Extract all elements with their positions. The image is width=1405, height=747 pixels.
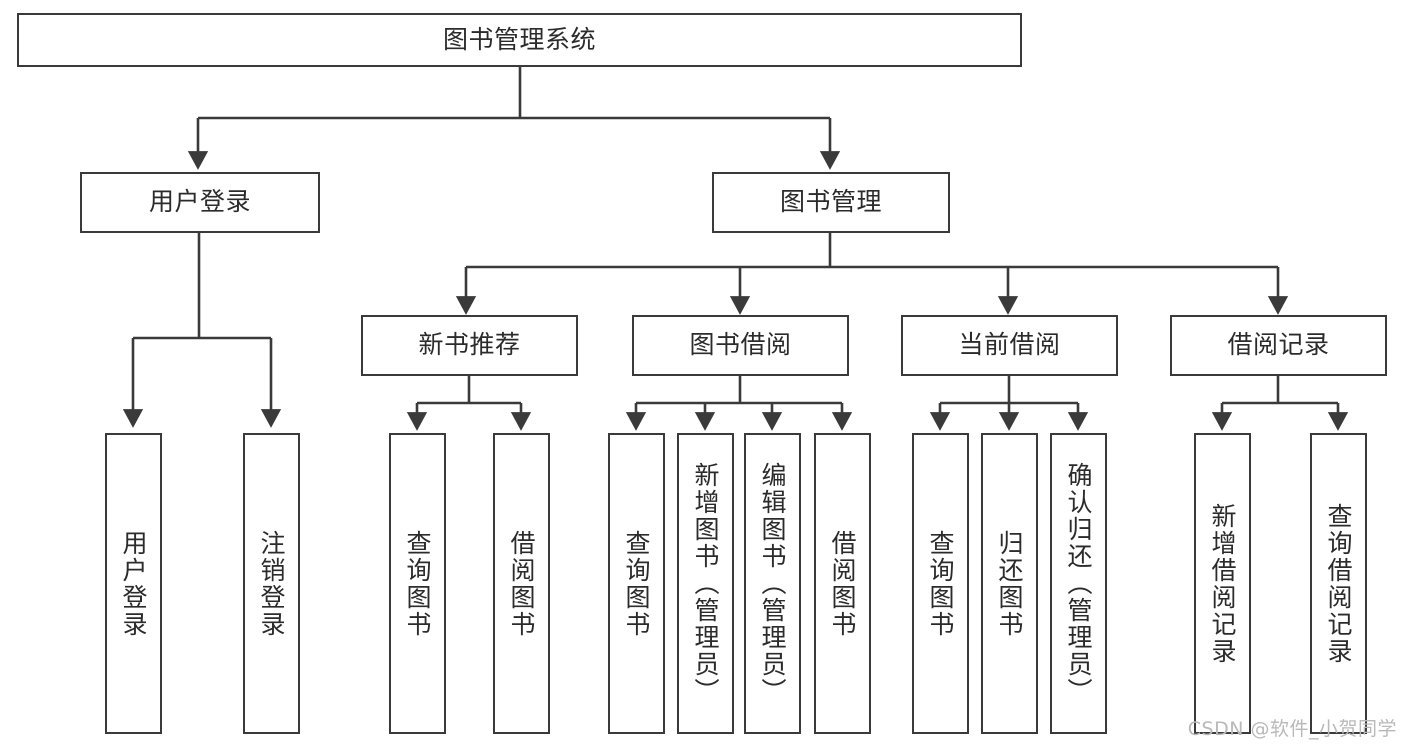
node-label: 图书借阅 xyxy=(689,330,792,360)
node-borrow-record[interactable]: 借阅记录 xyxy=(1170,315,1387,376)
node-leaf-edit-book[interactable]: 编辑图书（管理员） xyxy=(744,433,801,734)
node-label: 用户登录 xyxy=(119,529,148,638)
node-label: 确认归还（管理员） xyxy=(1064,462,1093,705)
node-label: 注销登录 xyxy=(257,529,286,638)
node-label: 新增图书（管理员） xyxy=(691,462,720,705)
node-label: 查询图书 xyxy=(926,529,955,638)
node-leaf-borrow-book-recommend[interactable]: 借阅图书 xyxy=(493,433,550,734)
node-leaf-query-book-borrow[interactable]: 查询图书 xyxy=(608,433,665,734)
node-label: 图书管理系统 xyxy=(442,24,596,54)
node-label: 查询图书 xyxy=(403,529,432,638)
node-label: 借阅图书 xyxy=(507,529,536,638)
node-label: 图书管理 xyxy=(779,187,882,217)
node-root-book-management-system[interactable]: 图书管理系统 xyxy=(17,13,1022,67)
node-new-book-recommend[interactable]: 新书推荐 xyxy=(361,315,578,376)
node-label: 新书推荐 xyxy=(418,330,521,360)
node-leaf-query-book-recommend[interactable]: 查询图书 xyxy=(389,433,446,734)
node-book-management[interactable]: 图书管理 xyxy=(712,172,950,233)
node-leaf-query-book-current[interactable]: 查询图书 xyxy=(912,433,969,734)
node-leaf-add-book[interactable]: 新增图书（管理员） xyxy=(677,433,734,734)
node-book-borrow[interactable]: 图书借阅 xyxy=(632,315,849,376)
node-label: 借阅记录 xyxy=(1227,330,1330,360)
node-current-borrow[interactable]: 当前借阅 xyxy=(901,315,1118,376)
node-label: 当前借阅 xyxy=(958,330,1061,360)
node-leaf-confirm-return[interactable]: 确认归还（管理员） xyxy=(1050,433,1107,734)
node-label: 编辑图书（管理员） xyxy=(758,462,787,705)
node-label: 用户登录 xyxy=(148,187,251,217)
node-label: 归还图书 xyxy=(995,529,1024,638)
node-leaf-user-login[interactable]: 用户登录 xyxy=(105,433,162,734)
node-user-login[interactable]: 用户登录 xyxy=(80,172,320,233)
node-label: 查询图书 xyxy=(622,529,651,638)
node-leaf-query-borrow-record[interactable]: 查询借阅记录 xyxy=(1310,433,1367,734)
node-label: 查询借阅记录 xyxy=(1324,502,1353,665)
node-label: 借阅图书 xyxy=(828,529,857,638)
node-label: 新增借阅记录 xyxy=(1208,502,1237,665)
node-leaf-return-book[interactable]: 归还图书 xyxy=(981,433,1038,734)
node-leaf-add-borrow-record[interactable]: 新增借阅记录 xyxy=(1194,433,1251,734)
node-leaf-borrow-book[interactable]: 借阅图书 xyxy=(814,433,871,734)
node-leaf-user-logout[interactable]: 注销登录 xyxy=(243,433,300,734)
